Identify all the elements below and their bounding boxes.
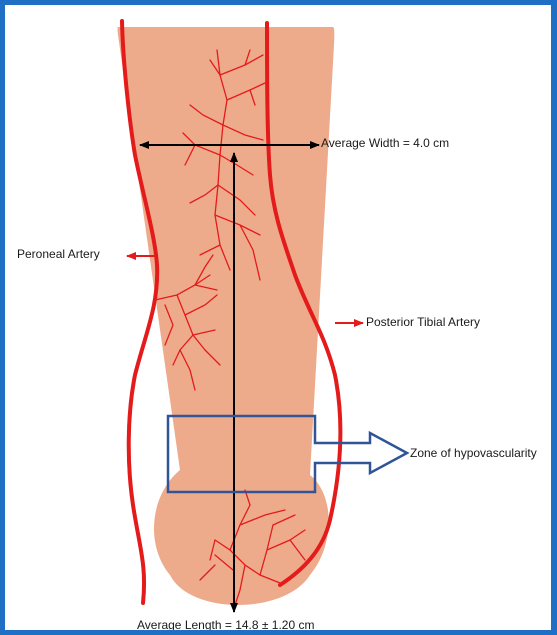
peroneal-artery-label: Peroneal Artery (17, 247, 100, 261)
posterior-tibial-artery-label: Posterior Tibial Artery (366, 315, 480, 329)
average-width-label: Average Width = 4.0 cm (321, 136, 449, 150)
average-length-label: Average Length = 14.8 ± 1.20 cm (137, 618, 315, 632)
hypovascularity-zone-label: Zone of hypovascularity (410, 446, 537, 460)
